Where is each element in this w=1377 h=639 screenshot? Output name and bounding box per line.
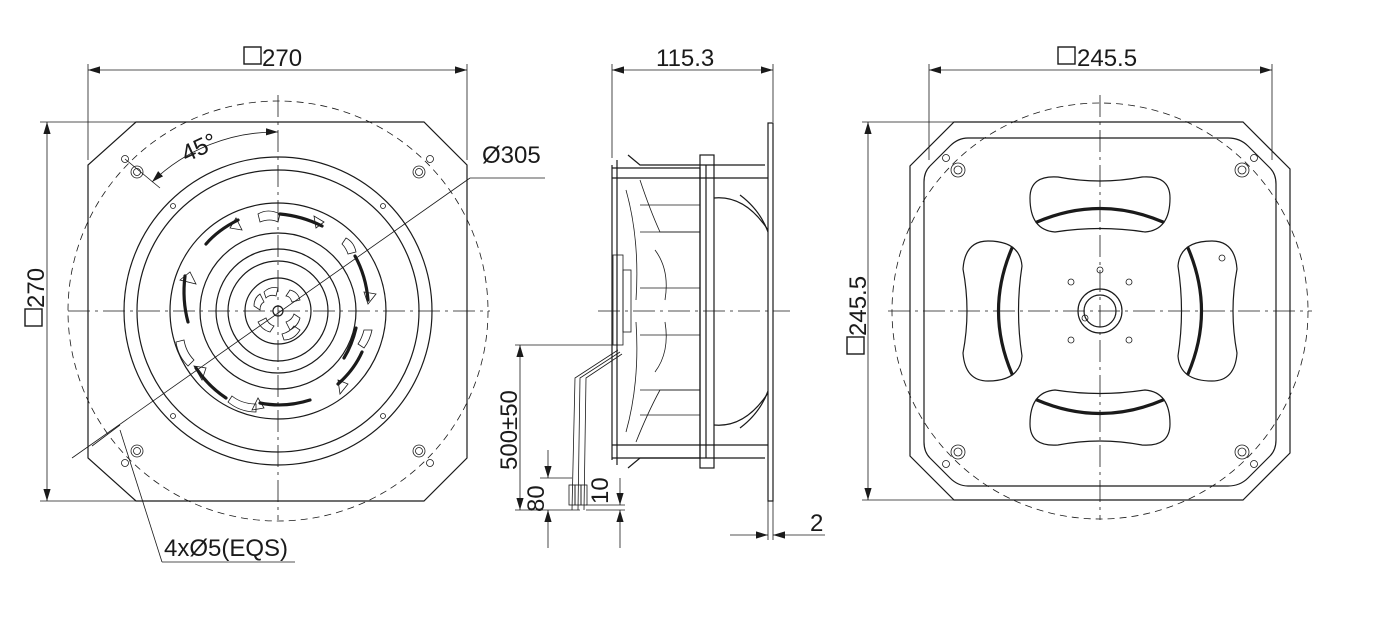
rear-vertical-dim: 245.5 [845, 276, 872, 336]
rear-view [862, 64, 1312, 520]
square-symbol-icon [846, 336, 865, 355]
hub-blades [253, 287, 301, 341]
front-square-dim: 270 [262, 45, 302, 72]
depth-dim: 115.3 [656, 45, 714, 72]
strip-10-dim: 10 [587, 477, 614, 504]
rear-mounting-holes [942, 154, 1258, 468]
rear-square-dim: 245.5 [1077, 45, 1137, 72]
impeller-blades [182, 212, 370, 407]
diameter-dim: Ø305 [482, 142, 541, 169]
holes-dim: 4xØ5(EQS) [164, 535, 288, 562]
strip-80-dim: 80 [523, 485, 550, 512]
front-vertical-dim: 270 [23, 268, 50, 308]
front-view [40, 64, 545, 563]
cable-length-dim: 500±50 [496, 390, 523, 470]
flange-dim: 2 [810, 510, 823, 537]
side-view [515, 64, 825, 548]
mounting-holes [121, 155, 434, 467]
square-symbol-icon [243, 46, 262, 65]
square-symbol-icon [1057, 46, 1076, 65]
angle-dim: 45° [177, 128, 221, 168]
square-symbol-icon [24, 308, 43, 327]
